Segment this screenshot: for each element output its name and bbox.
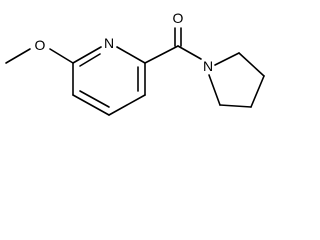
bond-cc-cd [219,104,252,108]
atom-label-oxygen-carbonyl: O [173,10,184,26]
bond-n1-c2 [116,46,146,64]
atom-label-nitrogen-ring: N [104,35,114,51]
bond-carbonyl-amide-n [177,45,202,60]
atom-label-nitrogen-amide: N [203,58,213,74]
bond-c6-n1 [72,46,102,64]
bond-c6-n1-double [79,53,101,67]
bond-cd-n [208,74,221,106]
bond-ring-carbonyl [144,45,179,64]
bond-c4-c5 [72,94,110,116]
bond-c4-c5-double [79,90,110,108]
structure-canvas: O N O N [5,10,265,116]
bond-oxygen-ring [49,48,74,64]
bond-c3-c4 [108,94,146,116]
bond-n-ca [214,52,240,66]
chemical-structure: O N O N [0,0,280,134]
atom-label-oxygen-ether: O [35,37,46,53]
bond-ca-cb [238,52,265,77]
bond-methyl-oxygen [5,48,31,64]
bond-cb-cc [250,75,265,108]
